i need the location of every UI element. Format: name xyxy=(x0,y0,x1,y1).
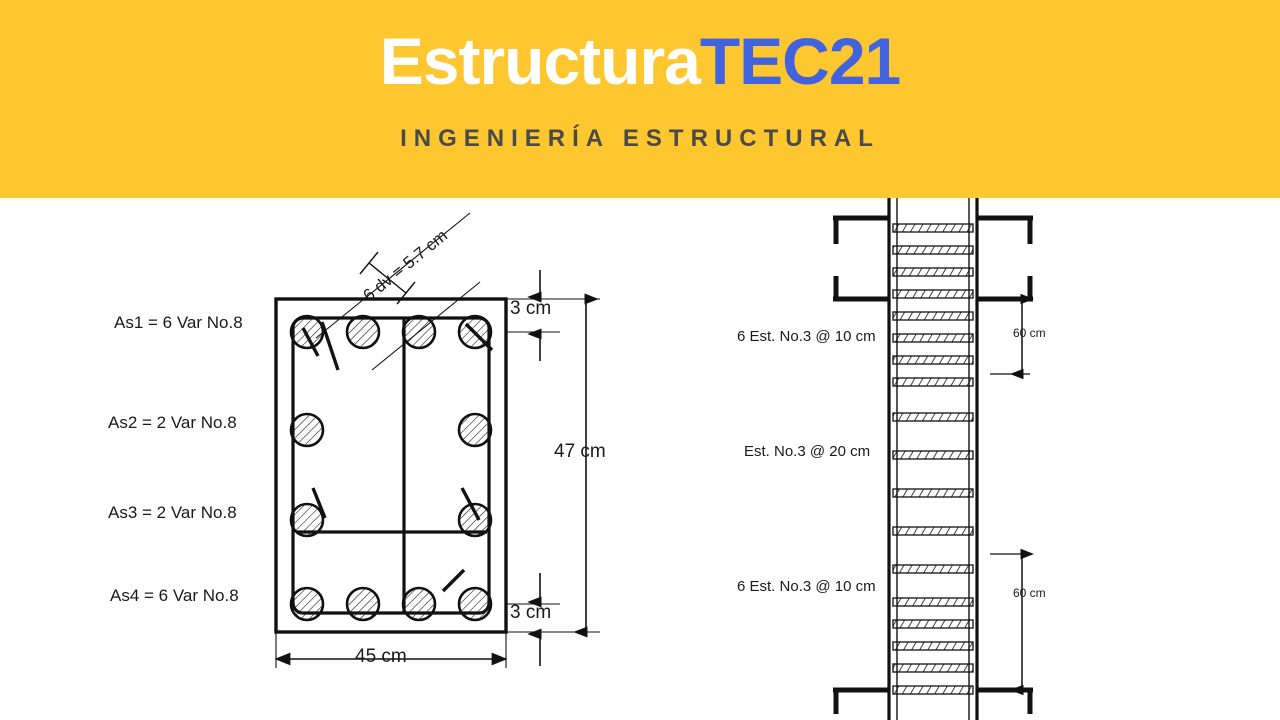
stirrup-band xyxy=(892,223,974,233)
spacing-ext-line-1 xyxy=(315,212,471,339)
column-elevation-drawing xyxy=(833,198,1034,720)
stirrup-band xyxy=(892,289,974,299)
rebar-bottom-1 xyxy=(289,586,325,622)
label-stirrups-bottom: 6 Est. No.3 @ 10 cm xyxy=(737,578,876,595)
stirrup-band xyxy=(892,355,974,365)
stirrup-group-middle xyxy=(892,412,974,574)
stirrup-band xyxy=(892,619,974,629)
label-as3: As3 = 2 Var No.8 xyxy=(108,503,237,522)
outer-stirrup xyxy=(291,316,491,615)
header-banner: EstructuraTEC21 INGENIERÍA ESTRUCTURAL xyxy=(0,0,1280,198)
brand-logo-tec21: TEC21 xyxy=(699,24,901,98)
label-stirrups-middle: Est. No.3 @ 20 cm xyxy=(744,443,871,460)
label-section-width: 45 cm xyxy=(355,646,407,667)
label-as4: As4 = 6 Var No.8 xyxy=(110,586,239,605)
drawing-canvas: As1 = 6 Var No.8 As2 = 2 Var No.8 As3 = … xyxy=(0,198,1280,720)
spacing-dimension-line xyxy=(368,262,407,294)
stirrup-group-bottom xyxy=(892,597,974,695)
stirrup-band xyxy=(892,663,974,673)
stirrup-band xyxy=(892,641,974,651)
stirrup-band xyxy=(892,450,974,460)
cross-section-drawing xyxy=(274,212,600,668)
rebar-top-2 xyxy=(345,314,381,350)
stirrup-band xyxy=(892,333,974,343)
spacing-ext-line-2 xyxy=(371,281,481,371)
rebar-as3-right xyxy=(457,502,493,538)
stirrup-hook-mid-left xyxy=(311,487,327,519)
rebar-bottom-4 xyxy=(457,586,493,622)
label-confined-bottom: 60 cm xyxy=(1013,586,1046,600)
stirrup-band xyxy=(892,488,974,498)
rebar-as3-left xyxy=(289,502,325,538)
engineering-drawing xyxy=(274,198,1034,720)
label-as1: As1 = 6 Var No.8 xyxy=(114,313,243,332)
stirrup-band xyxy=(892,412,974,422)
stirrup-hook-bottom xyxy=(441,568,466,593)
spacing-dimension-leader xyxy=(315,212,481,371)
rebar-top-1 xyxy=(289,314,325,350)
label-stirrups-top: 6 Est. No.3 @ 10 cm xyxy=(737,328,876,345)
stirrup-hook-top-left-2 xyxy=(320,321,340,371)
stirrup-band xyxy=(892,564,974,574)
label-cover-top: 3 cm xyxy=(510,298,552,319)
rebar-bottom-2 xyxy=(345,586,381,622)
label-section-height: 47 cm xyxy=(554,441,606,462)
brand-tagline: INGENIERÍA ESTRUCTURAL xyxy=(400,125,880,152)
rebar-mid-left xyxy=(289,412,325,448)
rebar-bottom-3 xyxy=(401,586,437,622)
stirrup-band xyxy=(892,245,974,255)
brand-logo-estructura: Estructura xyxy=(379,24,701,98)
label-cover-bottom: 3 cm xyxy=(510,602,552,623)
label-confined-top: 60 cm xyxy=(1013,326,1046,340)
stirrup-band xyxy=(892,597,974,607)
stirrup-band xyxy=(892,267,974,277)
rebar-mid-right xyxy=(457,412,493,448)
stirrup-band xyxy=(892,526,974,536)
label-as2: As2 = 2 Var No.8 xyxy=(108,413,237,432)
stirrup-band xyxy=(892,685,974,695)
stirrup-band xyxy=(892,377,974,387)
stirrup-band xyxy=(892,311,974,321)
concrete-outline xyxy=(274,297,508,634)
rebar-top-4 xyxy=(457,314,493,350)
brand-logo: EstructuraTEC21 xyxy=(0,24,1280,98)
stirrup-group-top xyxy=(892,223,974,387)
